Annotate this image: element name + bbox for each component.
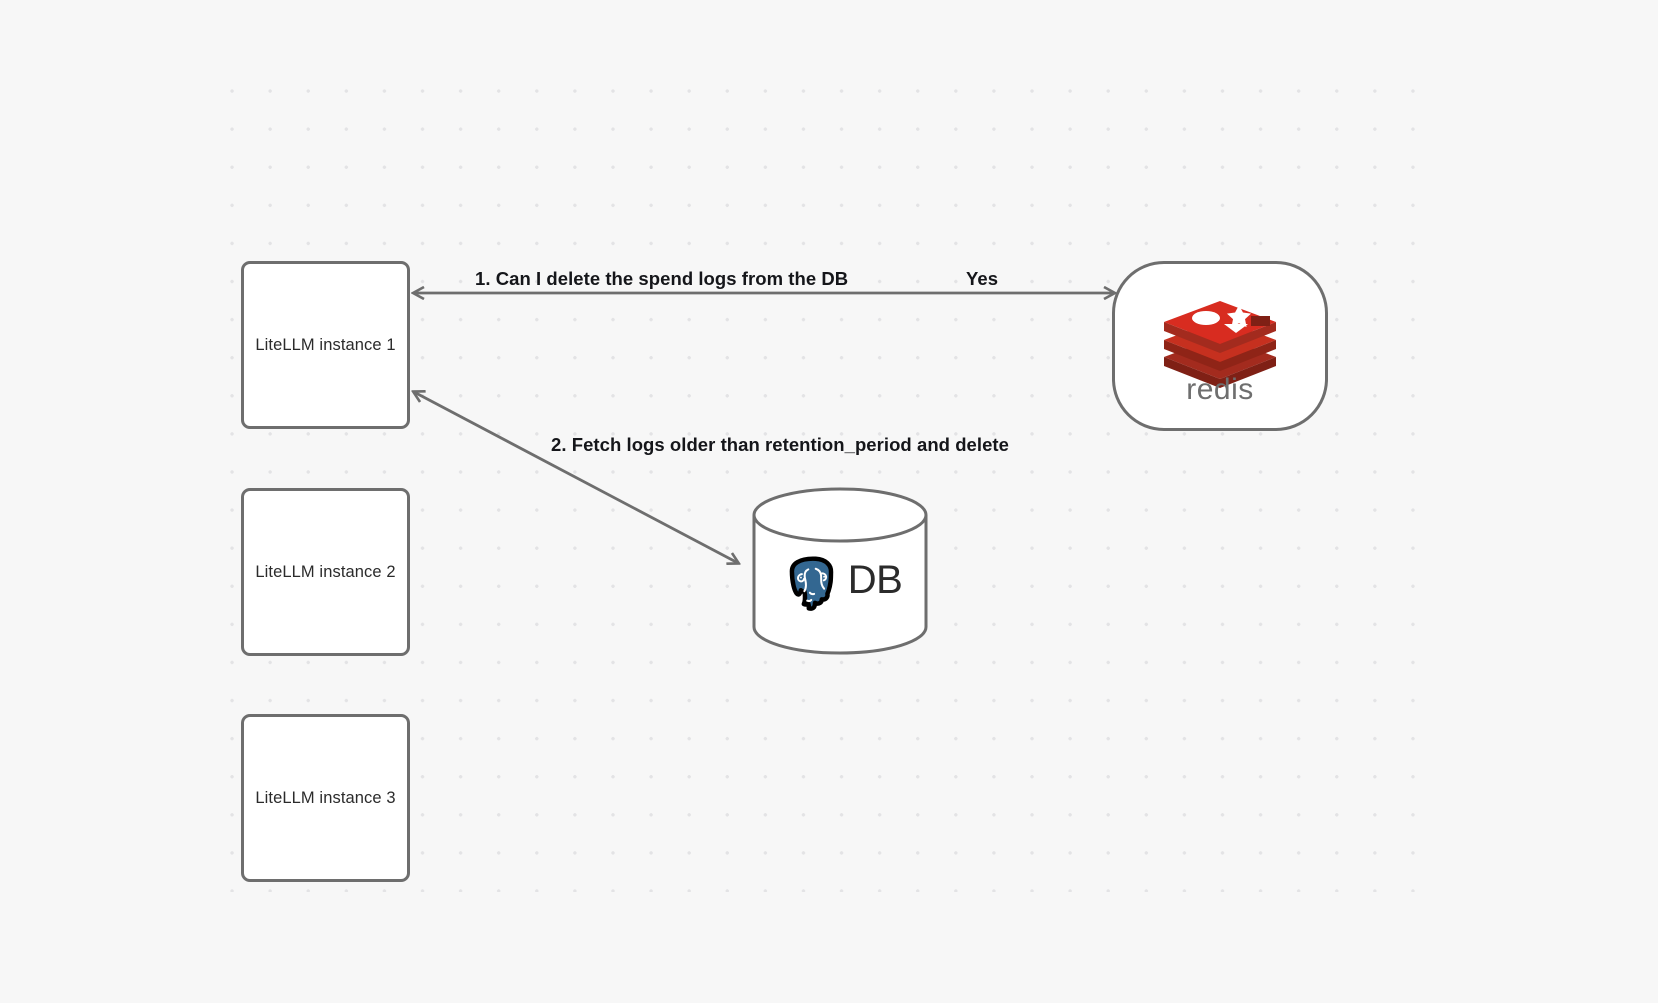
cylinder-shape-icon [752, 487, 928, 655]
node-litellm-instance-3[interactable]: LiteLLM instance 3 [241, 714, 410, 882]
node-label-litellm-instance-1: LiteLLM instance 1 [255, 335, 396, 354]
node-label-litellm-instance-2: LiteLLM instance 2 [255, 562, 396, 581]
redis-logo-icon: redis [1164, 301, 1276, 405]
node-litellm-instance-2[interactable]: LiteLLM instance 2 [241, 488, 410, 656]
database-logo-group: DB [750, 487, 930, 655]
node-label-litellm-instance-3: LiteLLM instance 3 [255, 788, 396, 807]
node-litellm-instance-1[interactable]: LiteLLM instance 1 [241, 261, 410, 429]
svg-text:redis: redis [1186, 373, 1254, 405]
edge-label-step-1-reply: Yes [966, 268, 999, 289]
node-database[interactable]: DB [750, 487, 930, 655]
node-redis[interactable]: redis [1112, 261, 1328, 431]
database-label: DB [847, 558, 903, 602]
edge-label-step-1: 1. Can I delete the spend logs from the … [475, 268, 849, 289]
edge-label-step-2: 2. Fetch logs older than retention_perio… [551, 434, 1009, 455]
postgresql-elephant-icon [789, 556, 833, 611]
edge-litellm1-db [414, 392, 738, 563]
